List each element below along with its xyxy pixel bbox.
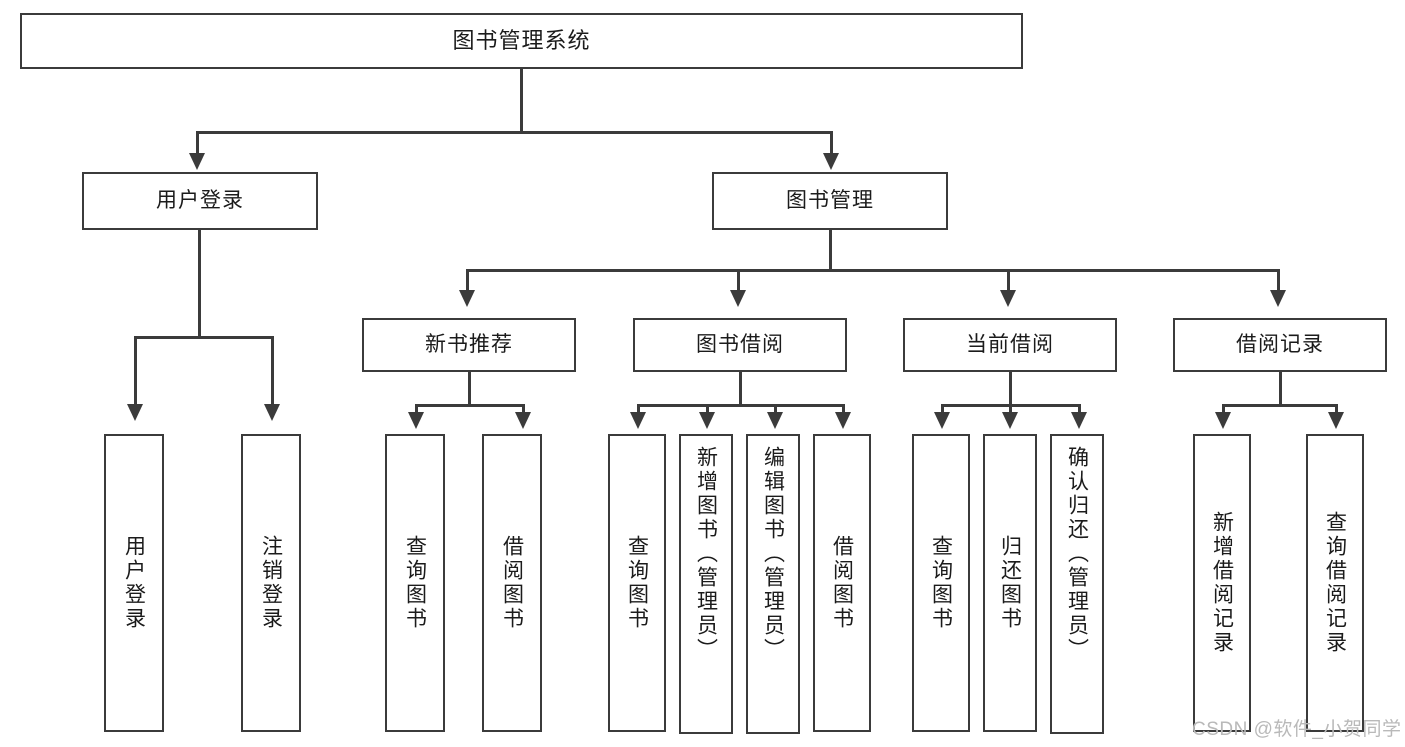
connector-to-book-manage bbox=[830, 131, 833, 155]
leaf-query-book-borrow[interactable]: 查询图书 bbox=[608, 434, 666, 732]
node-label: 图书管理 bbox=[786, 188, 874, 212]
node-label: 注销登录 bbox=[259, 535, 283, 631]
node-book-manage[interactable]: 图书管理 bbox=[712, 172, 948, 230]
connector-book-manage-bus bbox=[466, 269, 1277, 272]
node-label: 编辑图书（管理员） bbox=[761, 446, 785, 662]
arrowhead-leaf-return-book bbox=[1002, 412, 1018, 429]
leaf-add-book-admin[interactable]: 新增图书（管理员） bbox=[679, 434, 733, 734]
connector-current-borrow-child-1 bbox=[941, 404, 944, 414]
arrowhead-leaf-borrow-book-2 bbox=[835, 412, 851, 429]
csdn-watermark: CSDN @软件_小贺同学 bbox=[1192, 719, 1402, 740]
node-book-borrow[interactable]: 图书借阅 bbox=[633, 318, 847, 372]
node-label: 借阅图书 bbox=[830, 535, 854, 631]
node-label: 新增图书（管理员） bbox=[694, 446, 718, 662]
leaf-return-book[interactable]: 归还图书 bbox=[983, 434, 1037, 732]
connector-book-manage-child-4 bbox=[1277, 269, 1280, 292]
node-label: 用户登录 bbox=[156, 188, 244, 212]
arrowhead-book-manage bbox=[823, 153, 839, 170]
arrowhead-leaf-query-book-1 bbox=[408, 412, 424, 429]
connector-book-borrow-child-3 bbox=[774, 404, 777, 414]
node-label: 用户登录 bbox=[122, 535, 146, 631]
leaf-query-borrow-record[interactable]: 查询借阅记录 bbox=[1306, 434, 1364, 732]
arrowhead-leaf-user-login bbox=[127, 404, 143, 421]
node-label: 查询图书 bbox=[403, 535, 427, 631]
connector-user-login-child-2 bbox=[271, 336, 274, 406]
arrowhead-leaf-query-record bbox=[1328, 412, 1344, 429]
leaf-edit-book-admin[interactable]: 编辑图书（管理员） bbox=[746, 434, 800, 734]
node-borrow-record[interactable]: 借阅记录 bbox=[1173, 318, 1387, 372]
node-current-borrow[interactable]: 当前借阅 bbox=[903, 318, 1117, 372]
node-label: 查询图书 bbox=[625, 535, 649, 631]
node-label: 借阅图书 bbox=[500, 535, 524, 631]
arrowhead-leaf-confirm-return bbox=[1071, 412, 1087, 429]
node-label: 确认归还（管理员） bbox=[1065, 446, 1089, 662]
connector-user-login-child-1 bbox=[134, 336, 137, 406]
leaf-borrow-book-borrow[interactable]: 借阅图书 bbox=[813, 434, 871, 732]
connector-book-borrow-child-4 bbox=[842, 404, 845, 414]
node-label: 查询图书 bbox=[929, 535, 953, 631]
connector-user-login-bus bbox=[134, 336, 274, 339]
connector-borrow-record-bus bbox=[1222, 404, 1338, 407]
connector-book-borrow-child-2 bbox=[706, 404, 709, 414]
connector-book-borrow-stem bbox=[739, 372, 742, 406]
connector-new-book-child-1 bbox=[415, 404, 418, 414]
arrowhead-leaf-logout bbox=[264, 404, 280, 421]
arrowhead-current-borrow bbox=[1000, 290, 1016, 307]
connector-book-manage-child-1 bbox=[466, 269, 469, 292]
leaf-logout[interactable]: 注销登录 bbox=[241, 434, 301, 732]
connector-user-login-stem bbox=[198, 230, 201, 336]
arrowhead-leaf-query-book-3 bbox=[934, 412, 950, 429]
connector-new-book-child-2 bbox=[522, 404, 525, 414]
connector-current-borrow-stem bbox=[1009, 372, 1012, 406]
leaf-add-borrow-record[interactable]: 新增借阅记录 bbox=[1193, 434, 1251, 732]
node-user-login[interactable]: 用户登录 bbox=[82, 172, 318, 230]
arrowhead-leaf-query-book-2 bbox=[630, 412, 646, 429]
arrowhead-leaf-add-record bbox=[1215, 412, 1231, 429]
node-label: 归还图书 bbox=[998, 535, 1022, 631]
arrowhead-book-borrow bbox=[730, 290, 746, 307]
connector-book-borrow-bus bbox=[637, 404, 845, 407]
leaf-user-login[interactable]: 用户登录 bbox=[104, 434, 164, 732]
connector-current-borrow-child-3 bbox=[1078, 404, 1081, 414]
arrowhead-leaf-borrow-book-1 bbox=[515, 412, 531, 429]
node-label: 图书借阅 bbox=[696, 332, 784, 356]
leaf-query-book-recommend[interactable]: 查询图书 bbox=[385, 434, 445, 732]
connector-borrow-record-stem bbox=[1279, 372, 1282, 406]
connector-book-manage-child-2 bbox=[737, 269, 740, 292]
connector-level1-bus bbox=[196, 131, 833, 134]
node-root-system[interactable]: 图书管理系统 bbox=[20, 13, 1023, 69]
leaf-query-book-current[interactable]: 查询图书 bbox=[912, 434, 970, 732]
arrowhead-new-book-recommend bbox=[459, 290, 475, 307]
connector-book-manage-stem bbox=[829, 230, 832, 271]
node-label: 借阅记录 bbox=[1236, 332, 1324, 356]
connector-current-borrow-child-2 bbox=[1009, 404, 1012, 414]
node-new-book-recommend[interactable]: 新书推荐 bbox=[362, 318, 576, 372]
arrowhead-leaf-edit-book bbox=[767, 412, 783, 429]
connector-root-stem bbox=[520, 69, 523, 131]
node-label: 图书管理系统 bbox=[452, 28, 591, 54]
node-label: 新增借阅记录 bbox=[1210, 511, 1234, 655]
arrowhead-leaf-add-book bbox=[699, 412, 715, 429]
leaf-borrow-book-recommend[interactable]: 借阅图书 bbox=[482, 434, 542, 732]
connector-borrow-record-child-1 bbox=[1222, 404, 1225, 414]
connector-book-borrow-child-1 bbox=[637, 404, 640, 414]
node-label: 当前借阅 bbox=[966, 332, 1054, 356]
connector-book-manage-child-3 bbox=[1007, 269, 1010, 292]
node-label: 查询借阅记录 bbox=[1323, 511, 1347, 655]
arrowhead-borrow-record bbox=[1270, 290, 1286, 307]
connector-borrow-record-child-2 bbox=[1335, 404, 1338, 414]
arrowhead-user-login bbox=[189, 153, 205, 170]
connector-new-book-stem bbox=[468, 372, 471, 406]
leaf-confirm-return-admin[interactable]: 确认归还（管理员） bbox=[1050, 434, 1104, 734]
connector-to-user-login bbox=[196, 131, 199, 155]
node-label: 新书推荐 bbox=[425, 332, 513, 356]
connector-new-book-bus bbox=[415, 404, 525, 407]
